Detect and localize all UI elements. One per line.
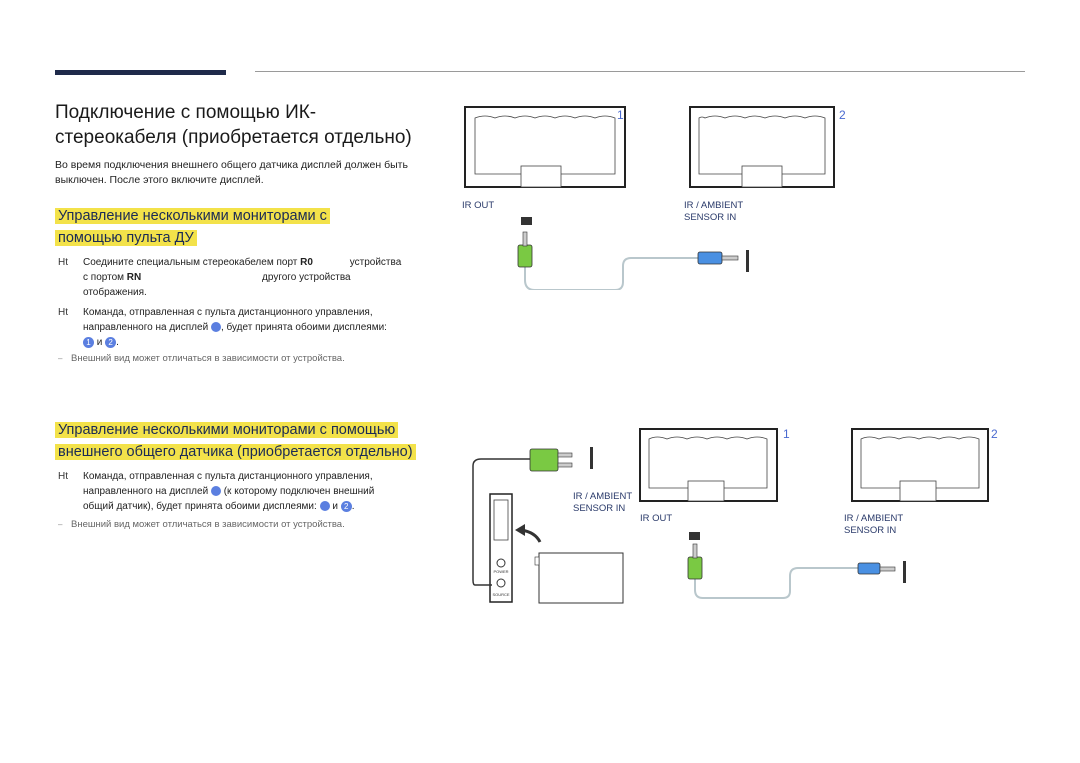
step-marker: Ht xyxy=(58,471,68,482)
sensor-in-port-icon xyxy=(746,250,749,272)
step2-text-c: , будет принята обоими дисплеями: xyxy=(220,322,387,333)
section1-heading: Управление несколькими мониторами с помо… xyxy=(55,205,415,249)
section1-note: – Внешний вид может отличаться в зависим… xyxy=(58,352,438,366)
step1-text-a: Соедините специальным стереокабелем порт xyxy=(83,257,298,268)
green-plug-icon xyxy=(517,231,533,268)
intro-text: Во время подключения внешнего общего дат… xyxy=(55,159,408,186)
monitor-1-back xyxy=(464,106,626,188)
display-dot-icon xyxy=(319,501,330,512)
ir-out-label: IR OUT xyxy=(640,513,673,524)
page-title: Подключение с помощью ИК-стереокабеля (п… xyxy=(55,102,412,148)
sensor-in-line1: IR / AMBIENT xyxy=(573,491,633,502)
section1-step1: Ht Соедините специальным стереокабелем п… xyxy=(58,255,438,300)
green-plug-icon xyxy=(687,543,703,580)
section1-heading-line2: помощью пульта ДУ xyxy=(55,230,197,246)
step2-end: . xyxy=(116,337,119,348)
s2-step-text-c: (к которому подключен внешний xyxy=(223,486,375,497)
step2-text-b: направленного на дисплей xyxy=(83,322,209,333)
ir-out-label: IR OUT xyxy=(462,200,495,211)
step2-text-a: Команда, отправленная с пульта дистанцио… xyxy=(83,307,373,318)
section2-note: – Внешний вид может отличаться в зависим… xyxy=(58,518,438,532)
monitor-1-number: 1 xyxy=(783,427,790,441)
ambient-sensor-module: POWER SOURCE xyxy=(489,493,513,603)
diagram1-connection xyxy=(464,106,835,290)
section2-heading: Управление несколькими мониторами с помо… xyxy=(55,419,435,463)
sensor-in-port-icon xyxy=(903,561,906,583)
sensor-port-icon xyxy=(590,447,593,469)
step1-text-d: другого устройства xyxy=(262,272,351,283)
badge-1: 1 xyxy=(83,336,94,348)
source-label: SOURCE xyxy=(492,592,509,597)
monitor-2-back xyxy=(851,428,989,502)
note-mark: – xyxy=(58,354,63,363)
ir-ambient-line2: SENSOR IN xyxy=(844,525,897,536)
sensor-cable xyxy=(472,458,531,586)
stereo-cable xyxy=(694,567,860,599)
monitor-2-number: 2 xyxy=(839,108,846,122)
arrow-head-icon xyxy=(515,524,525,536)
step1-text-c: с портом xyxy=(83,272,125,283)
note-text: Внешний вид может отличаться в зависимос… xyxy=(71,519,345,530)
section2-step1: Ht Команда, отправленная с пульта дистан… xyxy=(58,469,438,514)
monitor-1-back xyxy=(639,428,778,502)
s2-step-text-a: Команда, отправленная с пульта дистанцио… xyxy=(83,471,373,482)
header-accent-bar xyxy=(55,70,226,75)
s2-step-text-b: направленного на дисплей xyxy=(83,486,209,497)
badge-2: 2 xyxy=(105,336,117,348)
note-mark: – xyxy=(58,520,63,529)
port-sensor-in-label: RN xyxy=(126,272,142,283)
ir-out-port-icon xyxy=(689,532,700,540)
ir-ambient-label: IR / AMBIENT SENSOR IN xyxy=(844,513,903,537)
ir-ambient-line1: IR / AMBIENT xyxy=(684,200,744,211)
and-text: и xyxy=(332,501,338,512)
ir-ambient-label: IR / AMBIENT SENSOR IN xyxy=(684,200,743,224)
and-text: и xyxy=(96,337,103,348)
header-rule xyxy=(255,71,1025,72)
ir-out-port-icon xyxy=(521,217,532,225)
s2-step-text-d: общий датчик), будет принята обоими дисп… xyxy=(83,501,317,512)
blue-plug-icon xyxy=(857,562,896,575)
display-dot-icon xyxy=(210,322,221,333)
blue-plug-icon xyxy=(697,251,739,265)
section1-heading-line1: Управление несколькими мониторами с xyxy=(55,208,330,224)
monitor-1-number: 1 xyxy=(617,108,624,122)
sensor-in-line2: SENSOR IN xyxy=(573,503,626,514)
badge-2: 2 xyxy=(340,500,352,512)
port-ir-out-label: R0 xyxy=(300,257,313,268)
step1-text-b: устройства xyxy=(349,257,402,268)
section2-heading-line2: внешнего общего датчика (приобретается о… xyxy=(55,444,416,460)
section2-heading-line1: Управление несколькими мониторами с помо… xyxy=(55,422,399,438)
monitor-2-back xyxy=(689,106,835,188)
power-label: POWER xyxy=(493,569,508,574)
sensor-in-label: IR / AMBIENT SENSOR IN xyxy=(573,491,632,515)
s2-step-end: . xyxy=(351,501,355,512)
ir-ambient-line1: IR / AMBIENT xyxy=(844,513,904,524)
stereo-cable xyxy=(524,257,700,290)
section1-step2: Ht Команда, отправленная с пульта дистан… xyxy=(58,305,438,350)
ir-ambient-line2: SENSOR IN xyxy=(684,212,737,223)
monitor-2-number: 2 xyxy=(991,427,998,441)
diagram2-connection: POWER SOURCE xyxy=(472,428,989,604)
step1-text-e: отображения. xyxy=(83,287,147,298)
green-plug-icon xyxy=(529,448,573,472)
display-front xyxy=(534,552,624,604)
display-dot-icon xyxy=(210,486,221,497)
note-text: Внешний вид может отличаться в зависимос… xyxy=(71,353,345,364)
step-marker: Ht xyxy=(58,307,68,318)
step-marker: Ht xyxy=(58,257,68,268)
